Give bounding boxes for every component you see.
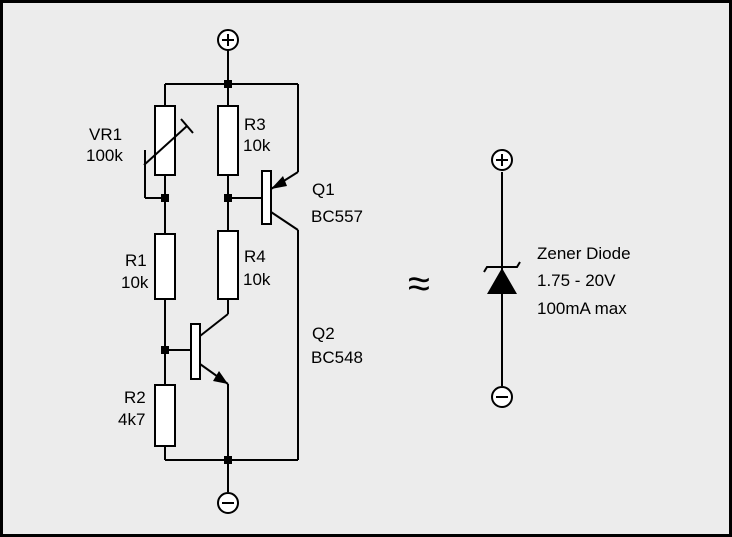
equivalence-symbol: ≈	[408, 262, 430, 306]
q2-ref: Q2	[312, 324, 335, 343]
zener-symbol	[483, 149, 521, 408]
r3-body	[217, 105, 239, 176]
zener-voltage: 1.75 - 20V	[537, 271, 616, 290]
r1-value: 10k	[121, 273, 149, 292]
r4-value: 10k	[243, 270, 271, 289]
r4-body	[217, 230, 239, 300]
negative-terminal	[217, 492, 239, 514]
zener-title: Zener Diode	[537, 244, 631, 263]
vr1-adjust-arrow	[143, 125, 188, 166]
r3-ref: R3	[244, 115, 266, 134]
zener-current: 100mA max	[537, 299, 627, 318]
q1-transistor	[261, 170, 299, 231]
q2-transistor	[190, 313, 229, 385]
vr1-body	[154, 105, 176, 176]
q1-part: BC557	[311, 207, 363, 226]
q2-part: BC548	[311, 348, 363, 367]
r2-ref: R2	[124, 388, 146, 407]
vr1-adjust-tee	[180, 118, 194, 134]
junction-dots	[161, 80, 232, 464]
r4-ref: R4	[244, 247, 266, 266]
q1-ref: Q1	[312, 180, 335, 199]
r1-body	[154, 233, 176, 300]
positive-terminal	[217, 29, 239, 51]
vr1-value: 100k	[86, 146, 123, 165]
r2-body	[154, 384, 176, 447]
r3-value: 10k	[243, 136, 271, 155]
r1-ref: R1	[125, 251, 147, 270]
r2-value: 4k7	[118, 410, 145, 429]
vr1-ref: VR1	[89, 125, 122, 144]
